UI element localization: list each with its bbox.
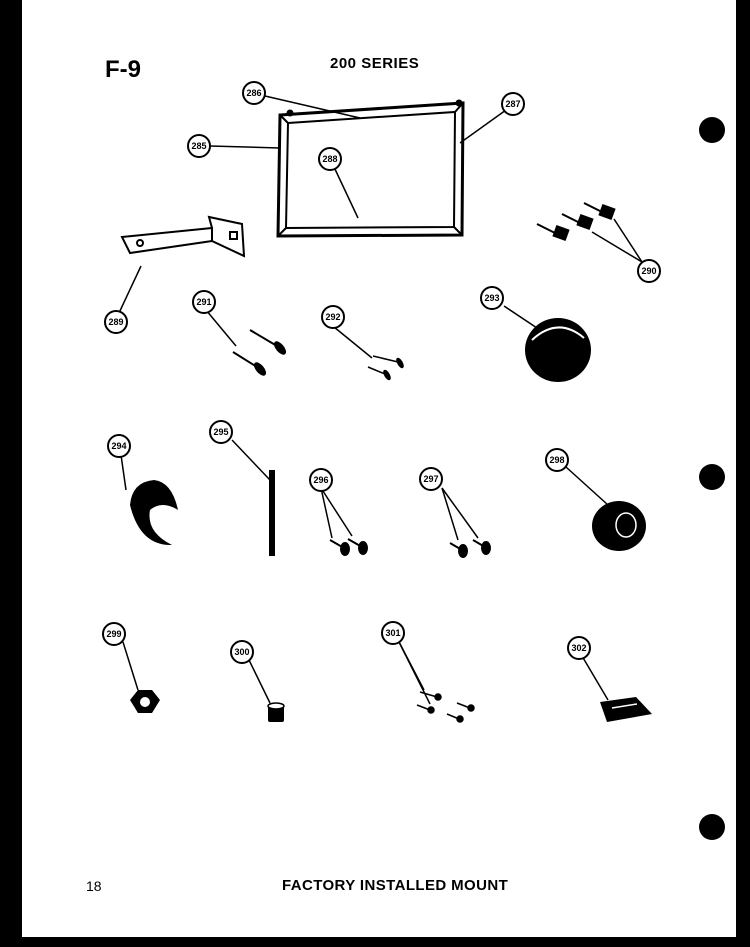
callout-label-289: 289	[108, 317, 123, 327]
callout-circle-290	[637, 259, 661, 283]
small-screws	[367, 355, 404, 381]
callout-circle-294	[107, 434, 131, 458]
callout-label-299: 299	[106, 629, 121, 639]
callout-label-286: 286	[246, 88, 261, 98]
binder-hole	[699, 464, 725, 490]
callout-label-293: 293	[484, 293, 499, 303]
callout-circle-297	[419, 467, 443, 491]
callout-label-294: 294	[111, 441, 126, 451]
spacer	[267, 702, 285, 722]
callout-circle-301	[381, 621, 405, 645]
parts-sheet: F-9 200 SERIES 18 FACTORY INSTALLED MOUN…	[22, 0, 736, 937]
callout-circle-299	[102, 622, 126, 646]
gasket-roll	[130, 480, 178, 546]
screws-297	[449, 539, 491, 558]
callout-circle-288	[318, 147, 342, 171]
callout-circle-292	[321, 305, 345, 329]
mounting-clip	[600, 697, 652, 722]
callout-label-295: 295	[213, 427, 228, 437]
page-number: 18	[86, 878, 102, 894]
screws-296	[329, 538, 368, 556]
callout-label-300: 300	[234, 647, 249, 657]
callout-circle-300	[230, 640, 254, 664]
callout-label-292: 292	[325, 312, 340, 322]
callout-circle-295	[209, 420, 233, 444]
callout-label-290: 290	[641, 266, 656, 276]
screws-301	[416, 691, 475, 723]
mounting-frame	[276, 99, 465, 238]
binder-hole	[699, 117, 725, 143]
exploded-parts-diagram: 285 286 287 288 289 290 291 292 293 294 295 296 297 2…	[102, 81, 661, 723]
series-title: 200 SERIES	[330, 55, 420, 72]
callout-circle-287	[501, 92, 525, 116]
wood-screws	[232, 329, 287, 376]
callout-circle-289	[104, 310, 128, 334]
round-pad	[525, 318, 591, 382]
callout-label-291: 291	[196, 297, 211, 307]
leader-lines	[118, 95, 643, 705]
callout-circle-293	[480, 286, 504, 310]
callout-label-287: 287	[505, 99, 520, 109]
callout-circle-291	[192, 290, 216, 314]
seal-strip	[269, 470, 275, 556]
page-caption: FACTORY INSTALLED MOUNT	[282, 877, 509, 894]
callout-circle-298	[545, 448, 569, 472]
callout-circle-296	[309, 468, 333, 492]
figure-id: F-9	[105, 56, 141, 83]
callout-label-302: 302	[571, 643, 586, 653]
callout-label-296: 296	[313, 475, 328, 485]
callout-label-288: 288	[322, 154, 337, 164]
callout-circle-286	[242, 81, 266, 105]
callout-label-298: 298	[549, 455, 564, 465]
grommet	[592, 501, 646, 551]
callout-label-285: 285	[191, 141, 206, 151]
hex-nut	[130, 690, 160, 713]
callout-label-301: 301	[385, 628, 400, 638]
spacer-screws	[536, 202, 616, 242]
callout-circle-302	[567, 636, 591, 660]
callout-circle-285	[187, 134, 211, 158]
binder-hole	[699, 814, 725, 840]
callout-group: 285 286 287 288 289 290 291 292 293 294 295 296 297 2…	[102, 81, 661, 664]
callout-label-297: 297	[423, 474, 438, 484]
angle-bracket	[120, 215, 246, 258]
